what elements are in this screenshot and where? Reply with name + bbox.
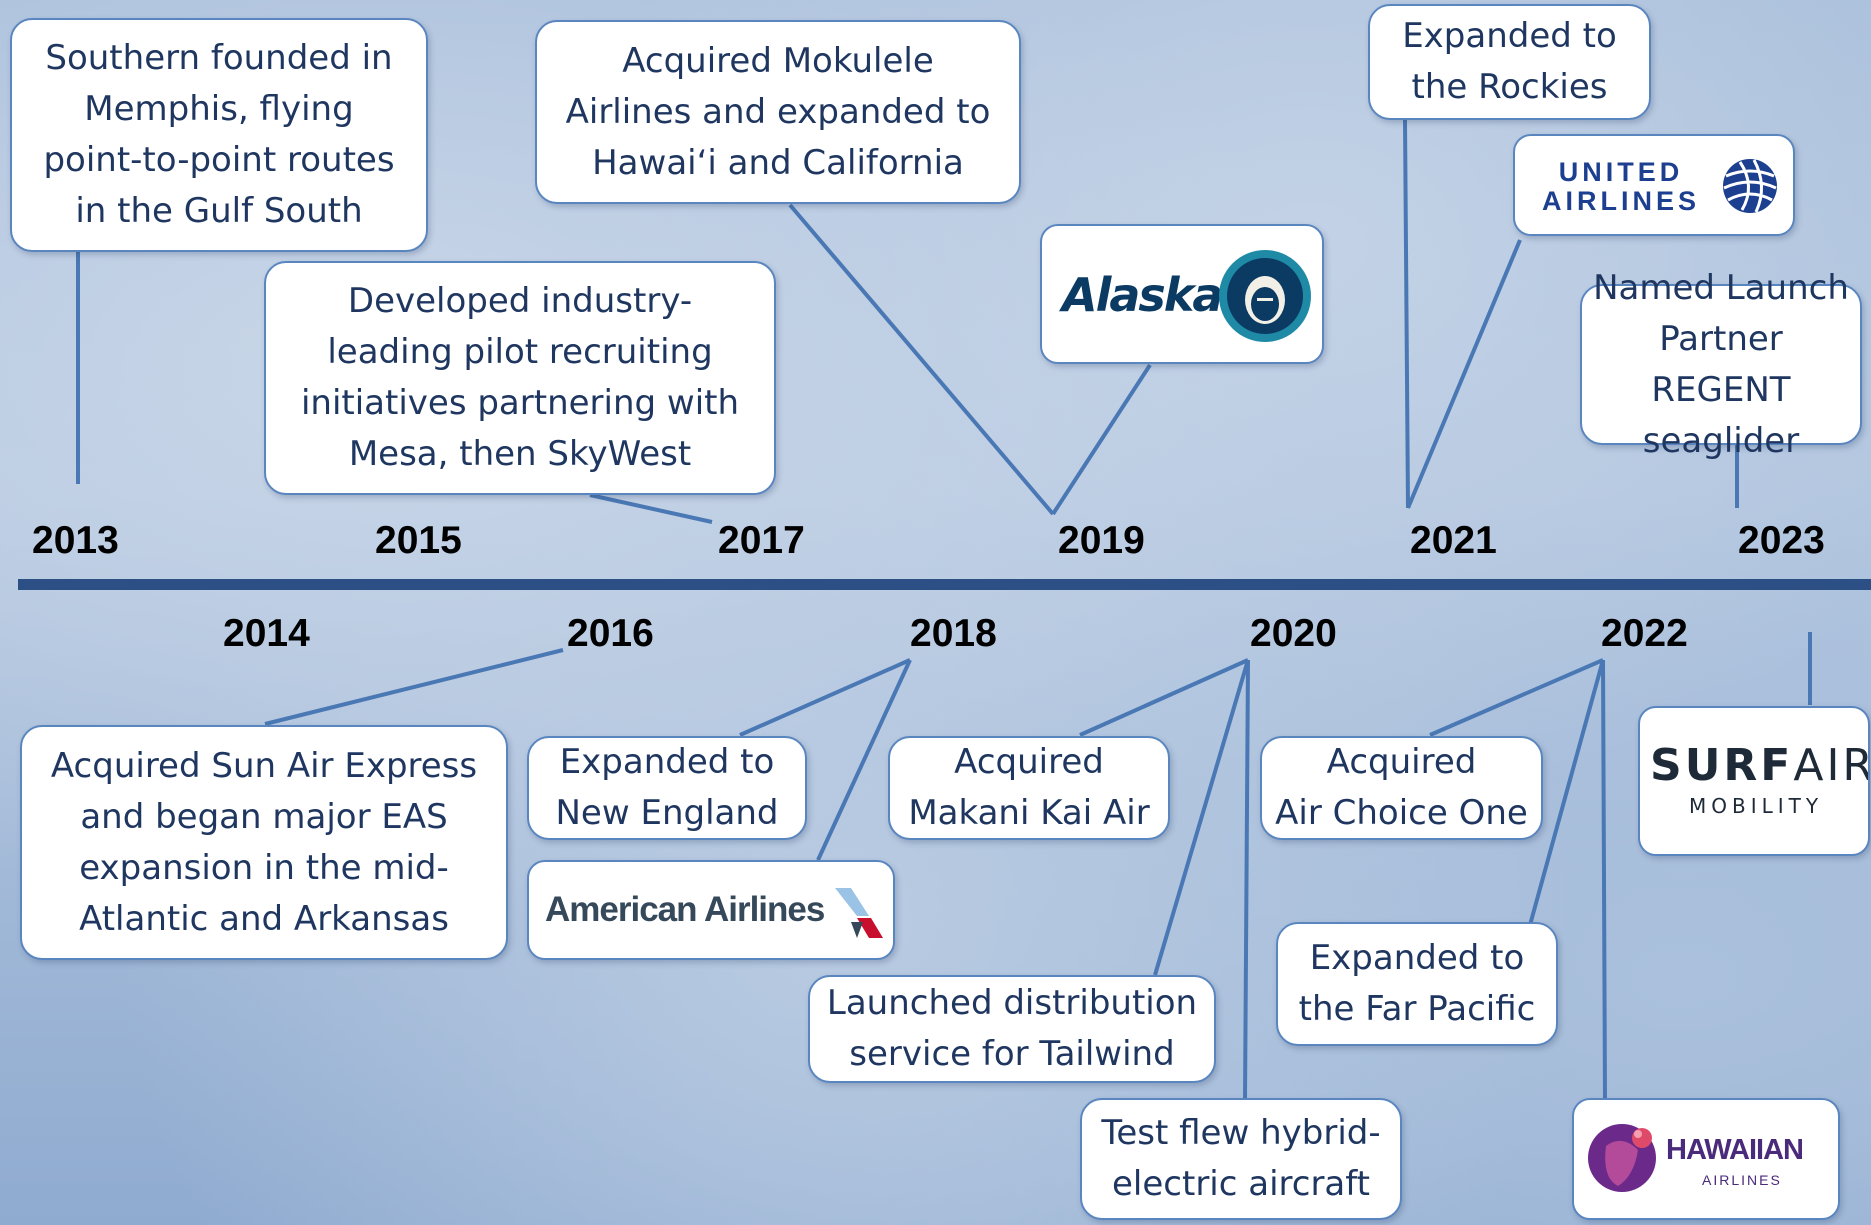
event-line: Hawai‘i and California xyxy=(592,142,964,183)
connector-2021a xyxy=(1403,119,1410,509)
event-line: Mesa, then SkyWest xyxy=(348,434,692,474)
hawaiian-wordmark: HAWAIIAN xyxy=(1666,1134,1804,1166)
year-2016: 2016 xyxy=(567,612,654,655)
united-line1: UNITED xyxy=(1558,157,1684,187)
surfair-logo-box: SURFAIR MOBILITY xyxy=(1638,706,1870,856)
surfair-wordmark: SURFAIR xyxy=(1650,740,1870,791)
event-line: Developed industry- xyxy=(347,281,693,321)
alaska-wordmark: Alaska xyxy=(1062,268,1223,322)
connector-2020b xyxy=(1153,659,1250,976)
event-line: point-to-point routes xyxy=(43,140,395,180)
event-line: the Rockies xyxy=(1411,67,1608,107)
alaska-eskimo-icon xyxy=(1219,250,1311,342)
event-line: Memphis, flying xyxy=(84,89,354,129)
year-2021: 2021 xyxy=(1410,519,1497,562)
surfair-sub: MOBILITY xyxy=(1689,794,1824,818)
event-2016-sunair-box: Acquired Sun Air Express and began major… xyxy=(20,725,508,960)
event-line: Makani Kai Air xyxy=(908,793,1150,833)
event-line: Expanded to xyxy=(1402,16,1617,56)
event-line: seaglider xyxy=(1642,420,1800,461)
connector-2017a xyxy=(589,493,713,524)
event-2020-hybrid-box: Test flew hybrid- electric aircraft xyxy=(1080,1098,1402,1220)
connector-2020a xyxy=(1079,658,1249,737)
event-2017-pilot-box: Developed industry- leading pilot recrui… xyxy=(264,261,776,495)
year-2015: 2015 xyxy=(375,519,462,562)
event-2023-regent-box: Named Launch Partner REGENT seaglider xyxy=(1580,268,1862,461)
connector-2019-alaska xyxy=(1051,363,1152,516)
event-2022-airchoice-box: Acquired Air Choice One xyxy=(1260,736,1543,840)
event-line: service for Tailwind xyxy=(849,1034,1175,1074)
alaska-logo-box: Alaska xyxy=(1040,224,1324,364)
connector-2021-united xyxy=(1406,239,1522,509)
connector-2016 xyxy=(264,648,564,726)
year-2014: 2014 xyxy=(223,612,310,655)
event-2022-farpacific-box: Expanded to the Far Pacific xyxy=(1276,922,1558,1046)
event-line: expansion in the mid- xyxy=(79,847,449,888)
event-2013-box: Southern founded in Memphis, flying poin… xyxy=(10,18,428,252)
event-line: Partner REGENT xyxy=(1651,318,1791,410)
event-line: Acquired xyxy=(954,742,1104,782)
year-2022: 2022 xyxy=(1601,612,1688,655)
event-line: Named Launch xyxy=(1593,267,1849,308)
event-2019-mokulele-box: Acquired Mokulele Airlines and expanded … xyxy=(535,20,1021,204)
event-line: Air Choice One xyxy=(1275,793,1528,833)
united-globe-icon xyxy=(1723,159,1777,213)
event-line: Launched distribution xyxy=(826,983,1198,1023)
event-line: Expanded to xyxy=(1309,938,1525,978)
year-2023: 2023 xyxy=(1738,519,1825,562)
event-line: initiatives partnering with xyxy=(300,383,740,423)
hawaiian-logo-box: HAWAIIAN AIRLINES xyxy=(1572,1098,1840,1220)
event-line: and began major EAS xyxy=(80,796,448,837)
american-flight-symbol-icon xyxy=(835,888,883,938)
event-line: the Far Pacific xyxy=(1298,989,1536,1029)
event-line: Expanded to xyxy=(559,742,775,782)
event-line: Airlines and expanded to xyxy=(565,91,991,132)
year-2020: 2020 xyxy=(1250,612,1337,655)
connector-2022-hawaiian xyxy=(1601,659,1607,1101)
event-2021-rockies-box: Expanded to the Rockies xyxy=(1368,4,1651,120)
connector-2022b xyxy=(1528,659,1605,926)
surfair-bold: SURF xyxy=(1650,740,1794,791)
year-2013: 2013 xyxy=(32,519,119,562)
event-2020-tailwind-box: Launched distribution service for Tailwi… xyxy=(808,975,1216,1083)
event-line: Acquired Sun Air Express xyxy=(50,745,478,786)
connector-2018-american xyxy=(816,659,912,861)
connector-2019a xyxy=(788,203,1055,516)
event-line: Acquired Mokulele xyxy=(622,40,934,81)
surfair-light: AIR xyxy=(1793,740,1870,791)
year-2019: 2019 xyxy=(1058,519,1145,562)
hawaiian-sub: AIRLINES xyxy=(1702,1172,1782,1188)
event-line: Atlantic and Arkansas xyxy=(79,898,449,939)
united-line2: AIRLINES xyxy=(1541,186,1700,216)
event-line: electric aircraft xyxy=(1112,1164,1370,1204)
event-line: Southern founded in xyxy=(45,38,393,78)
event-line: leading pilot recruiting xyxy=(327,332,713,372)
united-logo-box: UNITED AIRLINES xyxy=(1513,134,1795,236)
connector-2022a xyxy=(1429,658,1604,737)
year-2017: 2017 xyxy=(718,519,805,562)
united-wordmark: UNITED AIRLINES xyxy=(1531,158,1711,216)
american-logo-box: American Airlines xyxy=(527,860,895,960)
connector-2018a xyxy=(739,658,911,737)
year-2018: 2018 xyxy=(910,612,997,655)
hawaiian-pualani-icon xyxy=(1588,1124,1656,1192)
event-line: Test flew hybrid- xyxy=(1101,1113,1381,1153)
american-wordmark: American Airlines xyxy=(545,890,825,929)
event-line: in the Gulf South xyxy=(75,191,363,231)
event-line: New England xyxy=(555,793,779,833)
event-line: Acquired xyxy=(1326,742,1477,782)
timeline-axis xyxy=(18,579,1871,590)
event-2018-newengland-box: Expanded to New England xyxy=(527,736,807,840)
event-2020-makani-box: Acquired Makani Kai Air xyxy=(888,736,1170,840)
connector-2020c xyxy=(1243,659,1250,1101)
